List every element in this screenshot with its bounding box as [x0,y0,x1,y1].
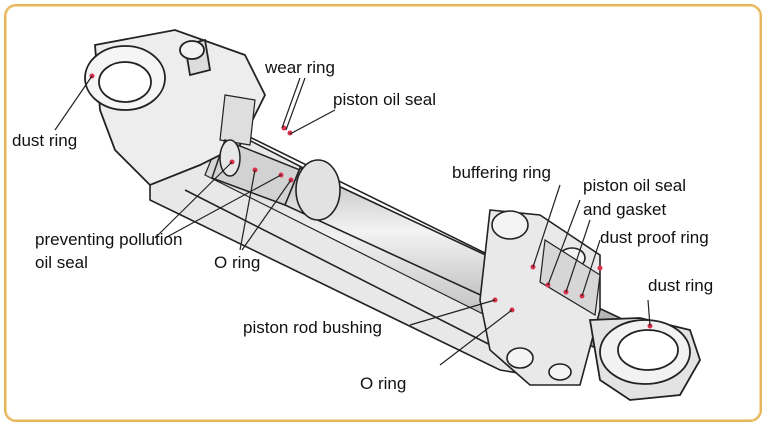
label-o-ring-bottom: O ring [360,374,407,393]
leader-lines [54,75,651,366]
label-dust-ring-right: dust ring [648,276,714,295]
label-preventing-pollution-line1: preventing pollution [35,230,183,249]
label-wear-ring: wear ring [265,58,335,77]
label-piston-rod-bushing: piston rod bushing [243,318,382,337]
label-dust-ring-left: dust ring [12,131,78,150]
label-o-ring-mid: O ring [214,253,261,272]
label-dust-proof-ring: dust proof ring [600,228,709,247]
rod-eye [588,317,701,401]
label-buffering-ring: buffering ring [452,163,551,182]
label-piston-oil-seal-and-gasket-line2: and gasket [583,200,667,219]
label-piston-oil-seal-and-gasket-line1: piston oil seal [583,176,687,195]
label-piston-oil-seal-top: piston oil seal [333,90,437,109]
label-preventing-pollution-line2: oil seal [35,253,88,272]
front-gland [479,209,601,386]
